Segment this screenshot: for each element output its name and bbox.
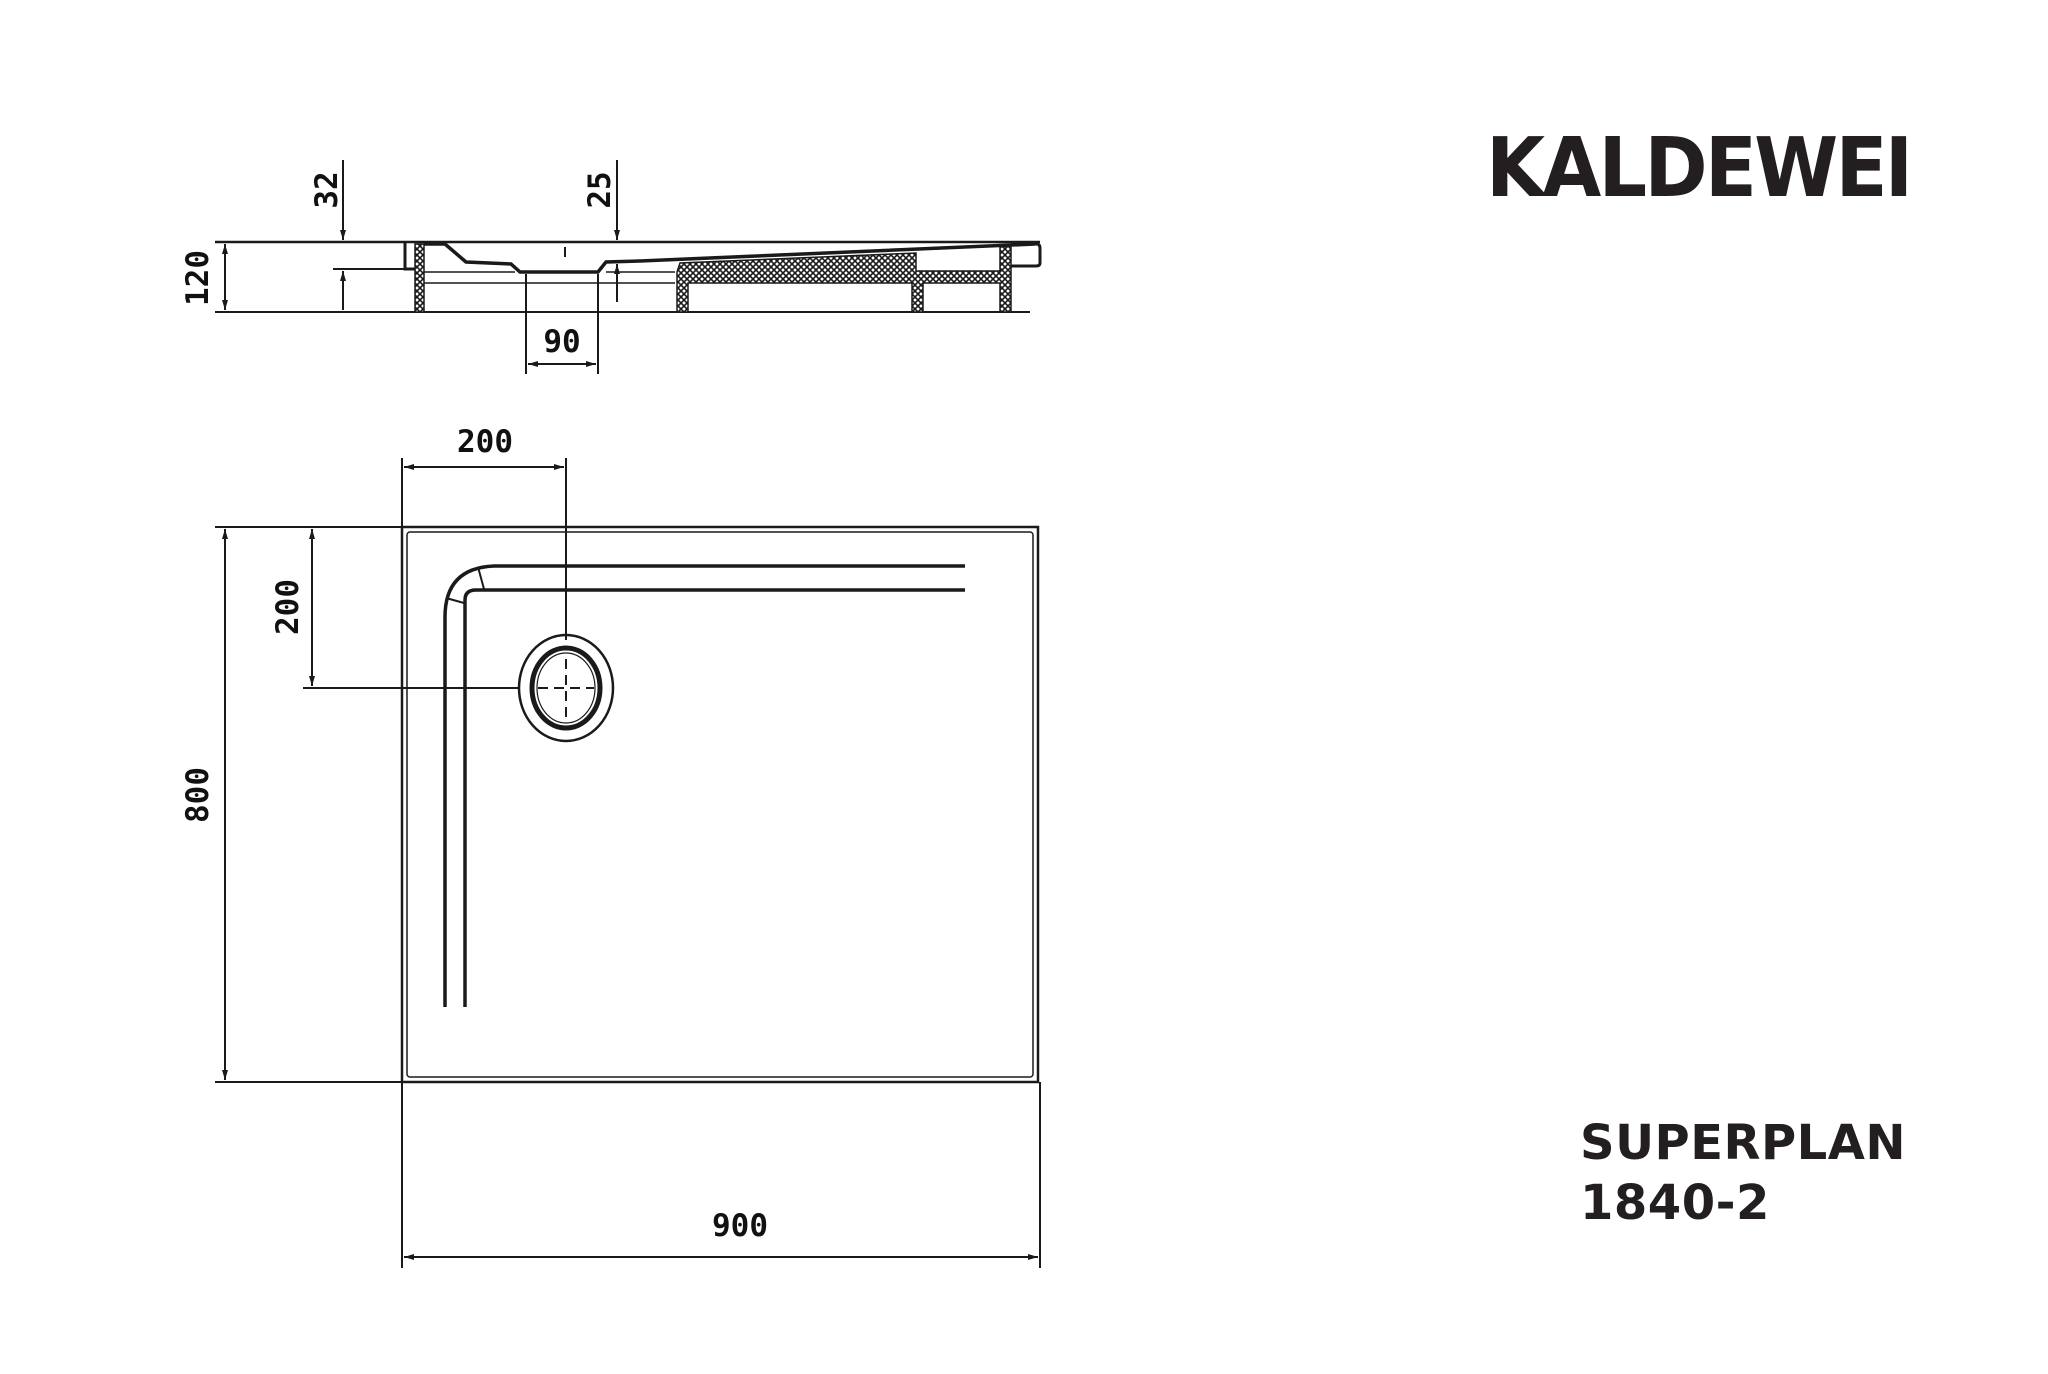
dim-rim-height: 32 xyxy=(309,171,345,208)
section-view xyxy=(215,160,1042,374)
dim-total-height: 120 xyxy=(180,250,216,306)
dim-drain-width: 90 xyxy=(543,324,580,360)
product-title: SUPERPLAN 1840-2 xyxy=(1580,1113,1906,1233)
dim-drain-offset-y: 200 xyxy=(270,579,306,635)
dim-drain-offset-x: 200 xyxy=(457,424,513,460)
product-series: SUPERPLAN xyxy=(1580,1115,1907,1171)
section-dimension-labels: 120 32 25 90 xyxy=(180,171,618,360)
plan-view xyxy=(215,458,1041,1268)
dim-depth: 800 xyxy=(180,767,216,823)
brand-logo: KALDEWEI xyxy=(1486,121,1913,216)
product-model: 1840-2 xyxy=(1580,1175,1770,1231)
dim-drain-depth: 25 xyxy=(582,171,618,208)
plan-dimension-labels: 200 200 800 900 xyxy=(180,424,768,1244)
dim-width: 900 xyxy=(712,1208,768,1244)
